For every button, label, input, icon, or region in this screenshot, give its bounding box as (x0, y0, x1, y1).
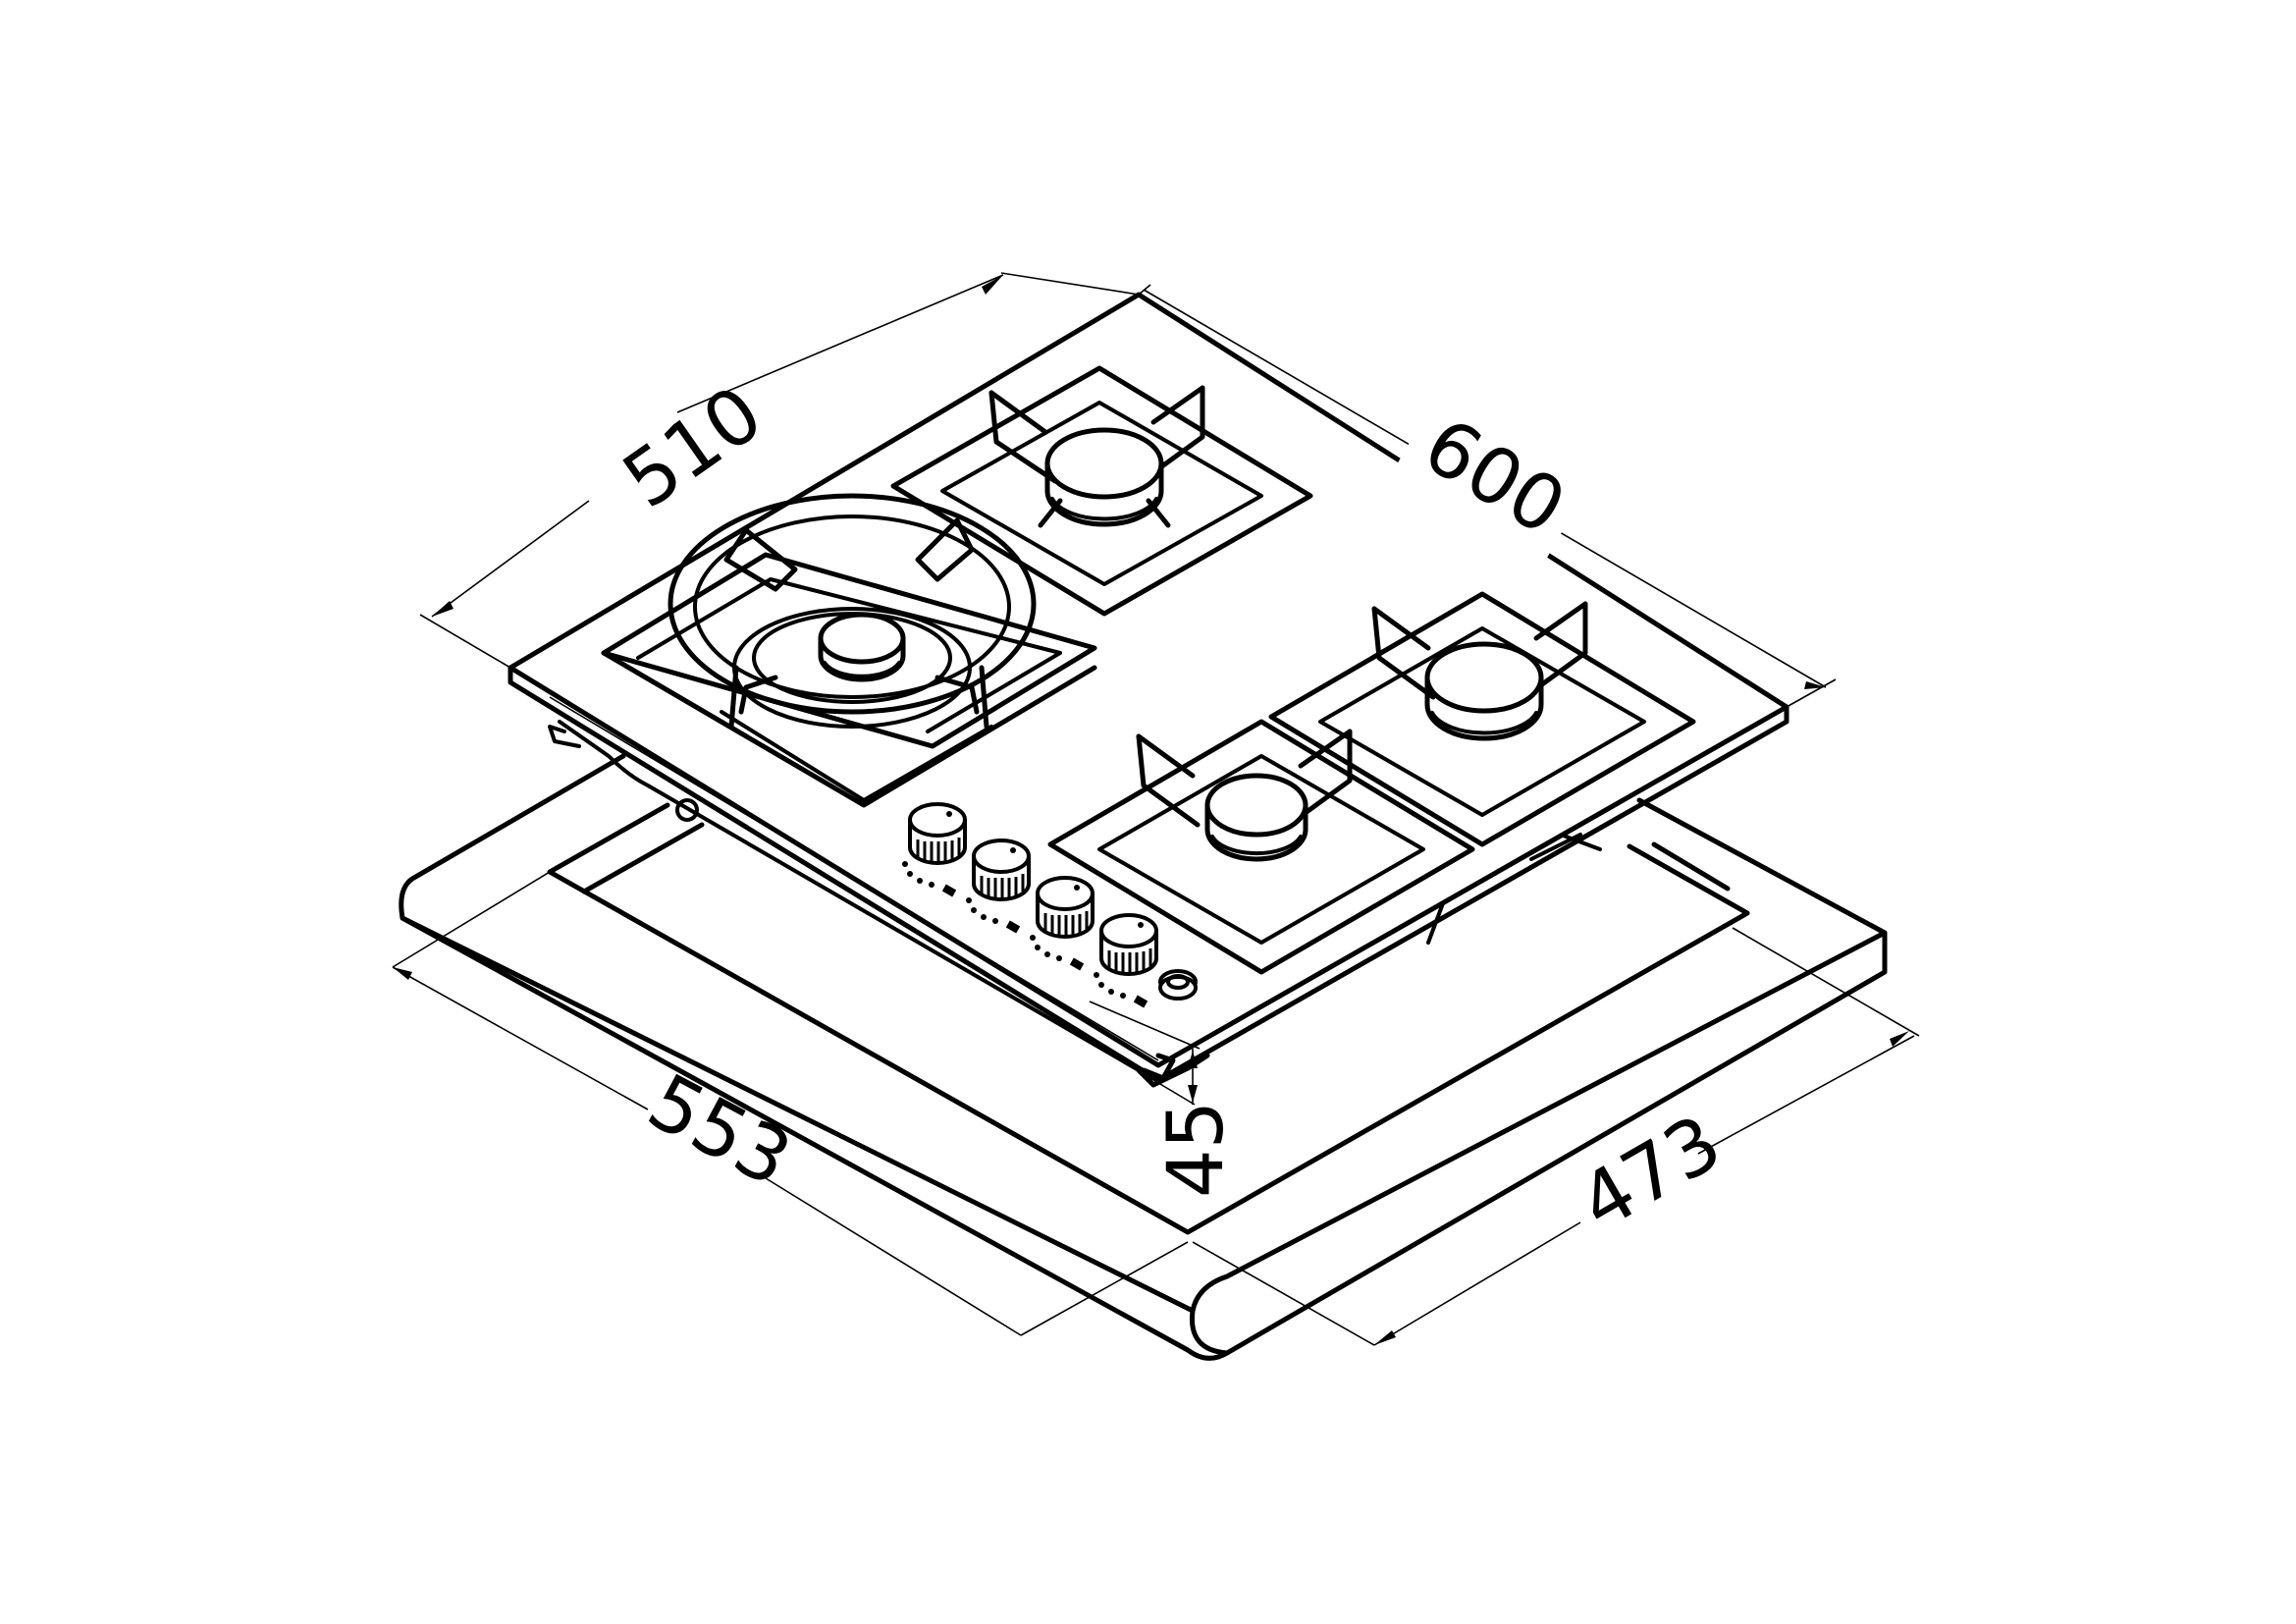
knob-4[interactable] (1094, 913, 1158, 1008)
front-right-burner (1268, 591, 1696, 847)
rear-right-burner (890, 365, 1313, 617)
wok-burner (601, 493, 1097, 808)
ignition-button[interactable] (1158, 969, 1198, 1001)
dimension-label-473: 473 (1566, 1099, 1736, 1248)
dimension-label-45: 45 (1152, 1101, 1241, 1198)
control-panel (902, 802, 1198, 1008)
front-center-burner (1047, 719, 1475, 975)
dimension-473: 473 (1192, 927, 1920, 1346)
dimension-label-553: 553 (634, 1057, 805, 1204)
knob-2[interactable] (966, 839, 1031, 934)
countertop (399, 753, 1888, 1361)
dimension-45: 45 (1089, 1001, 1241, 1198)
dimension-label-510: 510 (608, 369, 778, 525)
knob-1[interactable] (902, 802, 967, 897)
knob-3[interactable] (1030, 876, 1095, 971)
